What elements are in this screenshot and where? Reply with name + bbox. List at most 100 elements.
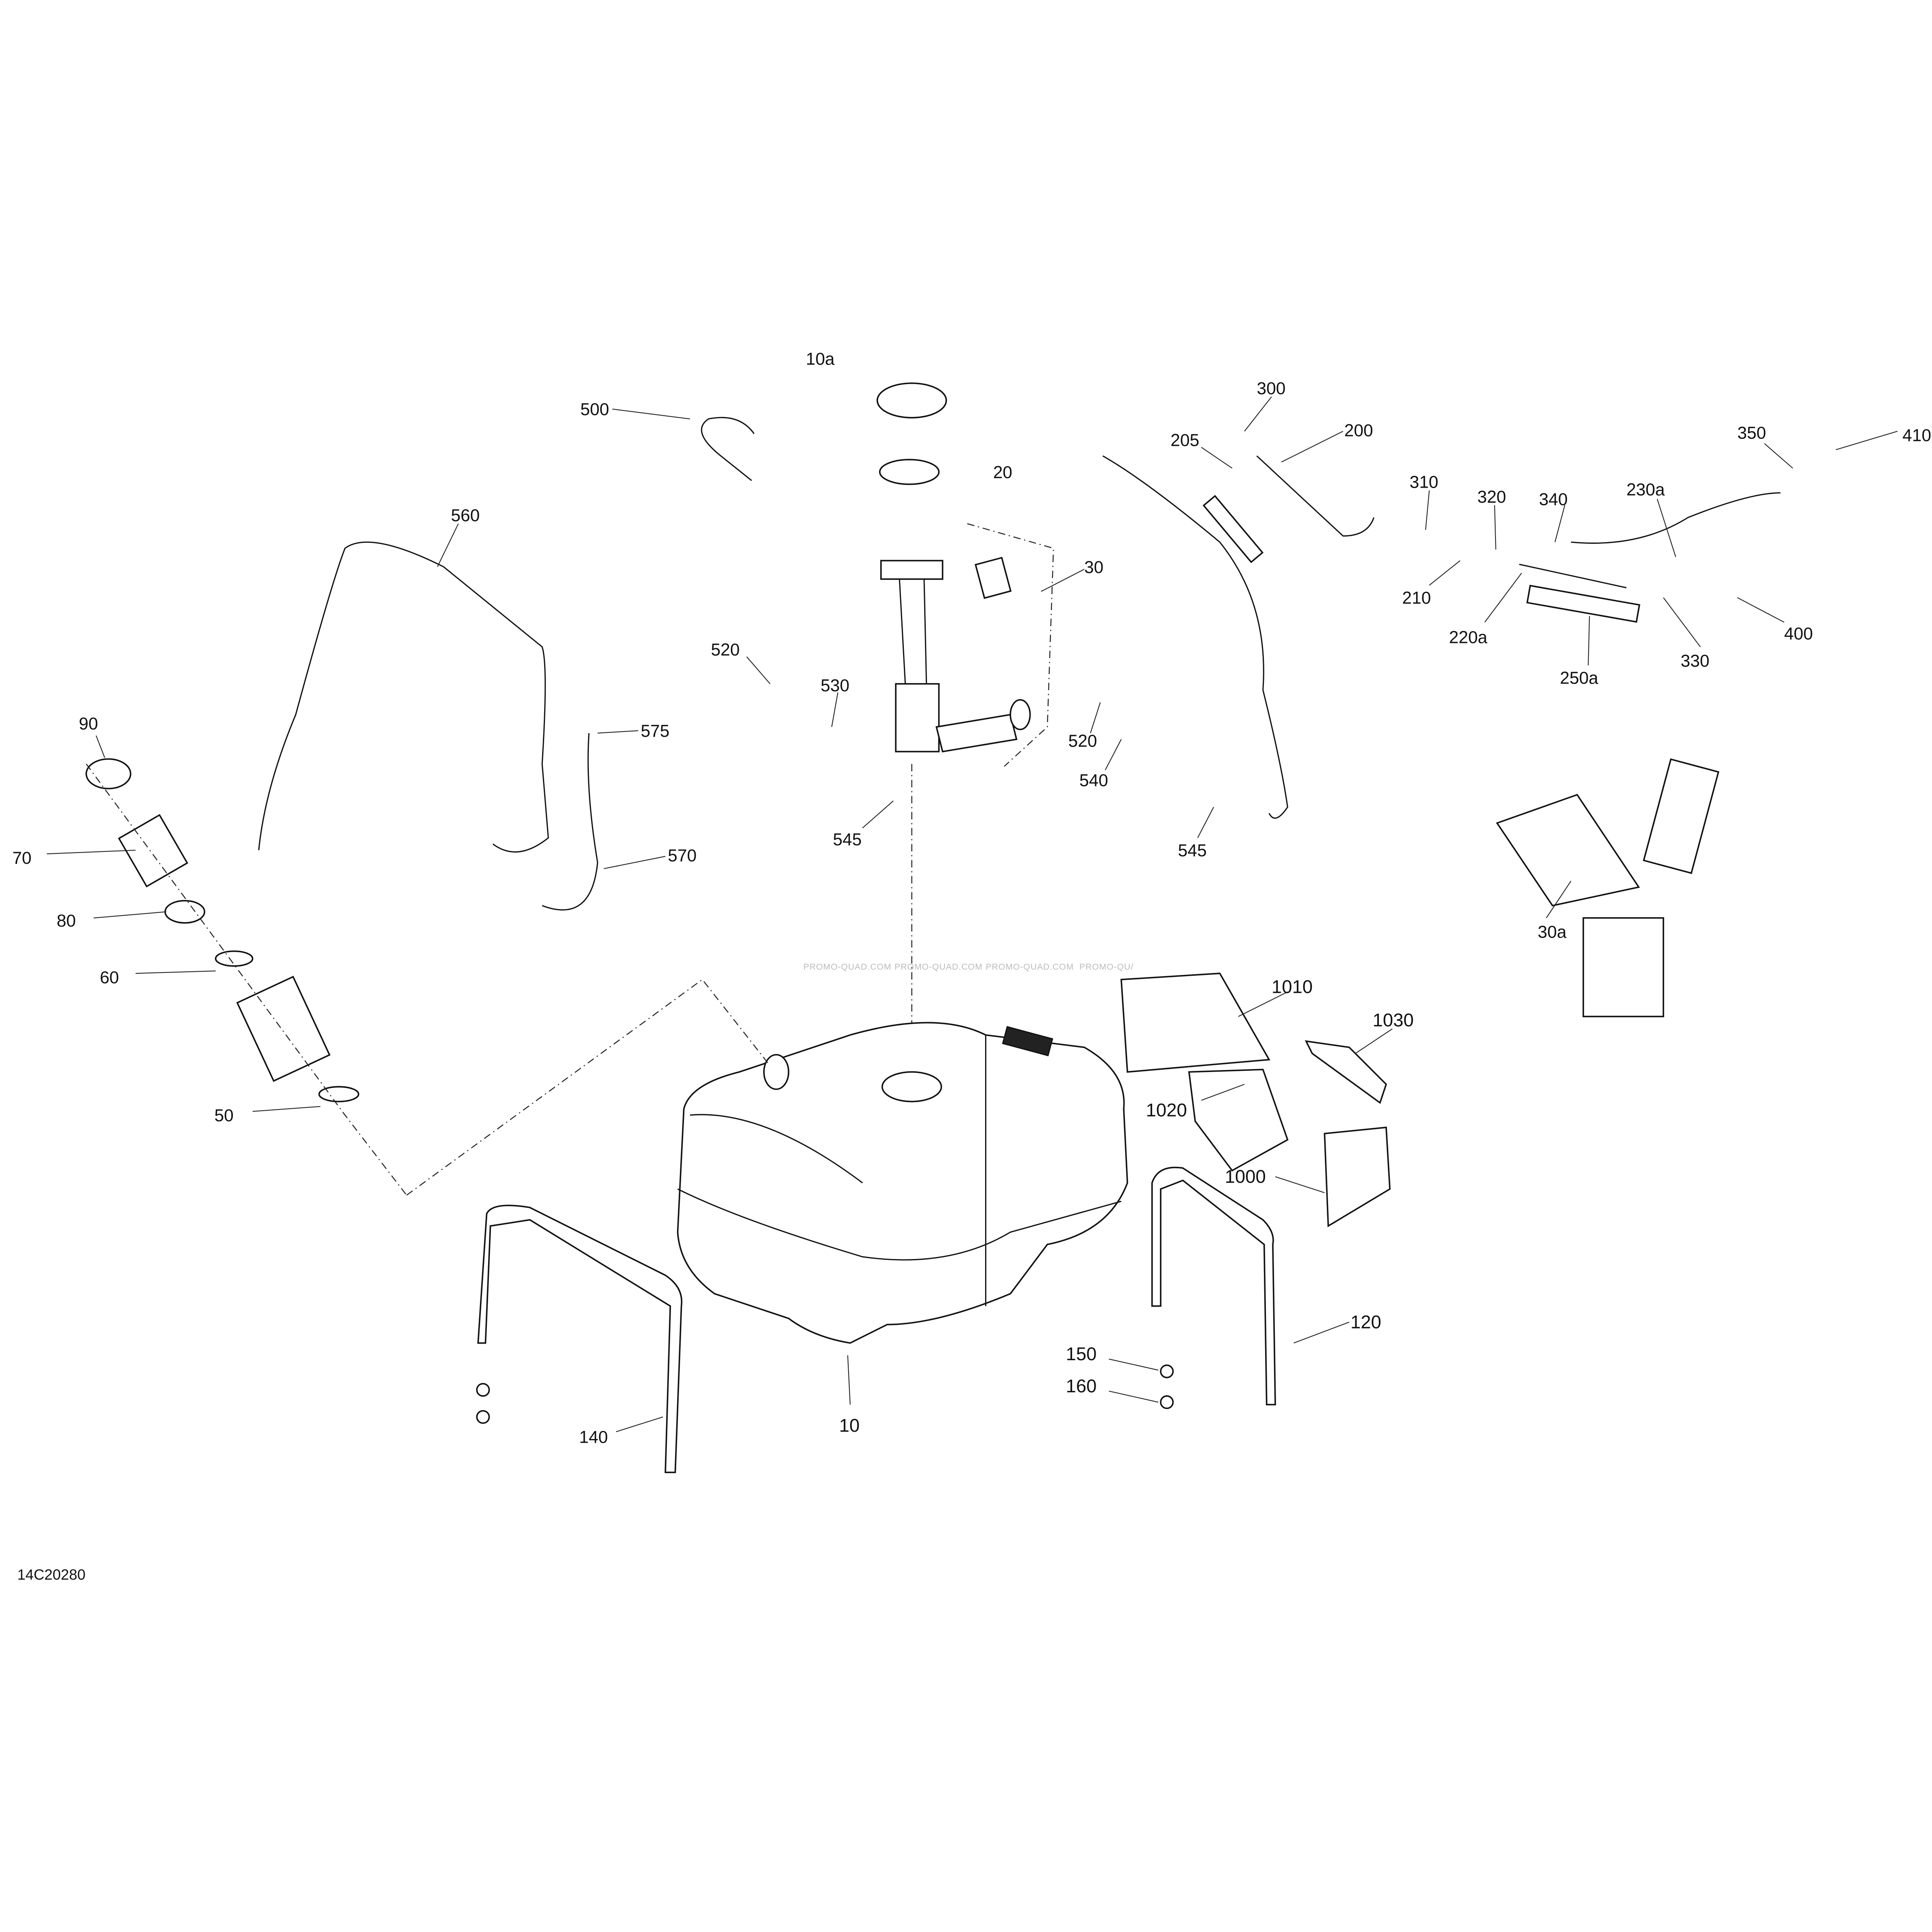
leader-line xyxy=(1244,396,1272,432)
ring-80 xyxy=(164,900,206,924)
callout-530[interactable]: 530 xyxy=(821,676,849,695)
gasket-20 xyxy=(879,459,940,485)
leader-line xyxy=(47,849,136,855)
nut-160 xyxy=(1160,1395,1174,1409)
watermark: PROMO-QU/ xyxy=(1079,962,1133,972)
callout-350[interactable]: 350 xyxy=(1737,423,1766,442)
callout-230a[interactable]: 230a xyxy=(1626,480,1665,499)
leader-line xyxy=(603,856,666,869)
callout-90[interactable]: 90 xyxy=(79,714,98,733)
callout-60[interactable]: 60 xyxy=(100,968,119,987)
filler-hose xyxy=(236,976,331,1082)
callout-30[interactable]: 30 xyxy=(1084,558,1103,577)
leader-line xyxy=(1546,881,1572,918)
leader-line xyxy=(135,970,216,974)
leader-lines xyxy=(47,396,1898,1433)
callout-140[interactable]: 140 xyxy=(579,1427,608,1446)
hose-205 xyxy=(1102,455,1288,819)
callout-300[interactable]: 300 xyxy=(1257,379,1286,398)
callout-410[interactable]: 410 xyxy=(1902,425,1931,445)
callouts: 10a 500 20 560 30 300 200 205 310 320 340 230a 350 41… xyxy=(12,349,1931,1446)
leader-line xyxy=(1281,431,1344,462)
callout-80[interactable]: 80 xyxy=(56,911,76,930)
callout-560[interactable]: 560 xyxy=(451,506,480,525)
callout-30a[interactable]: 30a xyxy=(1538,922,1567,941)
reference-code: 14C20280 xyxy=(17,1566,85,1583)
hose-570 xyxy=(542,733,598,911)
leader-line xyxy=(616,1416,663,1433)
leader-line xyxy=(1429,560,1461,586)
leader-line xyxy=(1425,490,1430,530)
leader-line xyxy=(1294,1322,1350,1344)
callout-500[interactable]: 500 xyxy=(580,400,609,419)
leader-line xyxy=(1355,1028,1393,1054)
callout-210[interactable]: 210 xyxy=(1402,588,1431,608)
callout-310[interactable]: 310 xyxy=(1409,473,1438,492)
callout-400[interactable]: 400 xyxy=(1784,624,1813,643)
leader-line xyxy=(1105,739,1122,771)
clamp-60 xyxy=(215,950,254,967)
watermark: PROMO-QUAD.COM xyxy=(803,962,892,972)
leader-line xyxy=(1737,597,1784,623)
leader-line xyxy=(252,1106,321,1112)
callout-320[interactable]: 320 xyxy=(1477,487,1506,506)
fuel-pump-30a xyxy=(1496,758,1719,1018)
leader-line xyxy=(1090,702,1101,734)
callout-20[interactable]: 20 xyxy=(993,462,1012,482)
callout-570[interactable]: 570 xyxy=(668,846,697,865)
callout-1020[interactable]: 1020 xyxy=(1146,1100,1187,1120)
leader-line xyxy=(1197,807,1214,838)
hose-220a xyxy=(1519,564,1627,588)
callout-205[interactable]: 205 xyxy=(1170,431,1199,450)
callout-150[interactable]: 150 xyxy=(1066,1344,1097,1364)
assembly-line xyxy=(86,523,1054,1196)
callout-340[interactable]: 340 xyxy=(1539,490,1568,509)
fuel-tank xyxy=(677,1022,1129,1344)
leader-line xyxy=(1275,1176,1325,1193)
callout-1030[interactable]: 1030 xyxy=(1373,1010,1414,1031)
callout-520a[interactable]: 520 xyxy=(711,640,740,659)
callout-545b[interactable]: 545 xyxy=(1178,841,1207,860)
strap-140 xyxy=(477,1205,683,1473)
callout-520b[interactable]: 520 xyxy=(1068,731,1097,750)
leader-line xyxy=(1484,573,1522,623)
callout-160[interactable]: 160 xyxy=(1066,1376,1097,1396)
hose-205-sleeve xyxy=(1203,495,1264,563)
callout-50[interactable]: 50 xyxy=(215,1106,234,1125)
callout-330[interactable]: 330 xyxy=(1680,651,1709,670)
hose-250a xyxy=(1526,584,1641,623)
callout-540[interactable]: 540 xyxy=(1079,771,1108,790)
callout-1010[interactable]: 1010 xyxy=(1272,977,1313,997)
washer-150 xyxy=(1160,1364,1174,1378)
hose-500 xyxy=(701,417,755,481)
callout-200[interactable]: 200 xyxy=(1344,421,1373,440)
filler-neck-70 xyxy=(118,814,189,888)
leader-line xyxy=(1656,499,1676,557)
leader-line xyxy=(612,408,690,419)
leader-line xyxy=(1238,991,1288,1017)
washer-left xyxy=(476,1383,490,1397)
watermark: PROMO-QUAD.COM xyxy=(894,962,983,972)
leader-line xyxy=(1109,1359,1159,1371)
leader-line xyxy=(1663,597,1701,647)
hose-200 xyxy=(1256,455,1374,537)
watermark: PROMO-QUAD.COM xyxy=(986,962,1074,972)
callout-10[interactable]: 10 xyxy=(839,1415,860,1436)
callout-1000[interactable]: 1000 xyxy=(1225,1166,1266,1187)
leader-line xyxy=(862,800,894,829)
shield-1010 xyxy=(1120,973,1270,1073)
callout-70[interactable]: 70 xyxy=(12,848,31,867)
leader-line xyxy=(746,656,771,684)
callout-545a[interactable]: 545 xyxy=(833,830,862,849)
callout-120[interactable]: 120 xyxy=(1350,1311,1381,1332)
leader-line xyxy=(96,735,105,758)
leader-line xyxy=(93,911,167,918)
clamp-50 xyxy=(318,1086,360,1103)
callout-10a[interactable]: 10a xyxy=(806,349,835,368)
callout-220a[interactable]: 220a xyxy=(1449,628,1488,647)
callout-575[interactable]: 575 xyxy=(641,721,670,740)
hose-560 xyxy=(258,541,549,853)
callout-250a[interactable]: 250a xyxy=(1560,669,1598,688)
